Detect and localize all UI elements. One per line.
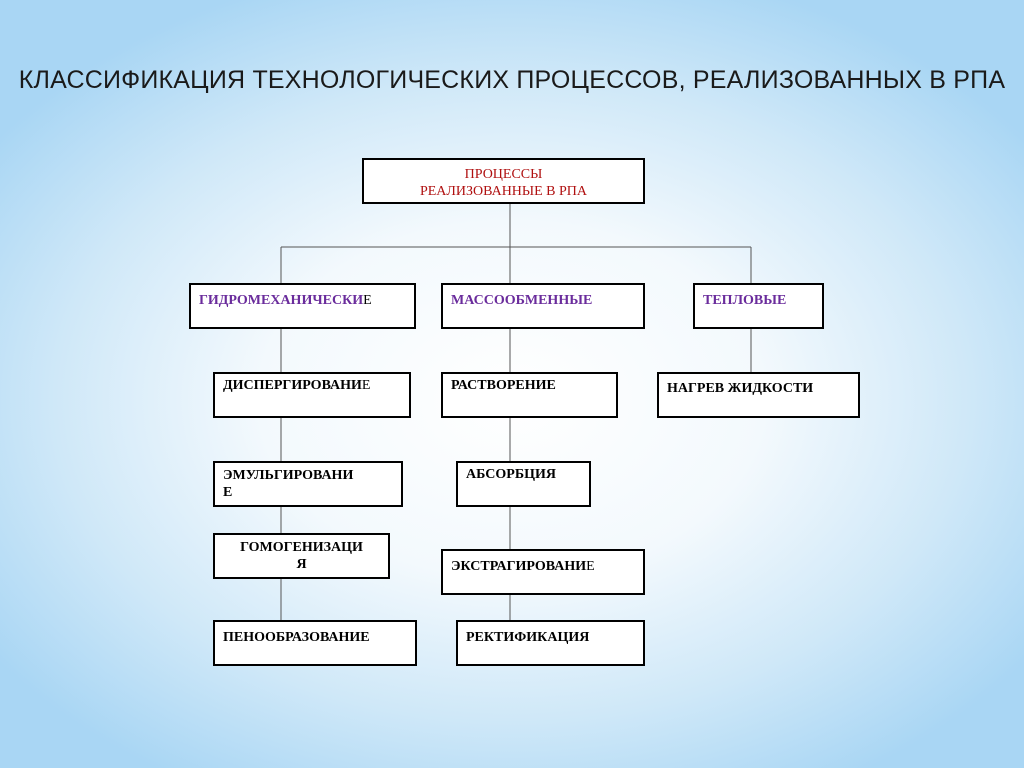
- page-title: КЛАССИФИКАЦИЯ ТЕХНОЛОГИЧЕСКИХ ПРОЦЕССОВ,…: [18, 66, 1006, 94]
- node-absorption-label: АБСОРБЦИЯ: [466, 467, 556, 482]
- category-thermal-label: ТЕПЛОВЫЕ: [703, 293, 787, 308]
- category-hydromechanical: ГИДРОМЕХАНИЧЕСКИЕ: [189, 283, 416, 329]
- node-foaming: ПЕНООБРАЗОВАНИЕ: [213, 620, 417, 666]
- category-thermal: ТЕПЛОВЫЕ: [693, 283, 824, 329]
- node-emulsification-line-1: ЭМУЛЬГИРОВАНИ: [223, 468, 354, 483]
- category-mass-exchange: МАССООБМЕННЫЕ: [441, 283, 645, 329]
- node-homogenization-line-2: Я: [296, 557, 307, 572]
- root-line-1: ПРОЦЕССЫ: [464, 167, 543, 182]
- node-extraction: ЭКСТРАГИРОВАНИЕ: [441, 549, 645, 595]
- node-rectification-label: РЕКТИФИКАЦИЯ: [466, 630, 590, 645]
- root-node: ПРОЦЕССЫ РЕАЛИЗОВАННЫЕ В РПА: [362, 158, 645, 204]
- node-extraction-label: ЭКСТРАГИРОВАНИ: [451, 559, 587, 574]
- node-homogenization-line-1: ГОМОГЕНИЗАЦИ: [240, 540, 363, 555]
- node-dispersion: ДИСПЕРГИРОВАНИЕ: [213, 372, 411, 418]
- node-rectification: РЕКТИФИКАЦИЯ: [456, 620, 645, 666]
- root-line-2: РЕАЛИЗОВАННЫЕ В РПА: [419, 184, 588, 199]
- node-dissolution-label: РАСТВОРЕНИЕ: [451, 378, 556, 393]
- category-mass-exchange-label: МАССООБМЕННЫЕ: [451, 293, 593, 308]
- node-dissolution: РАСТВОРЕНИЕ: [441, 372, 618, 418]
- node-absorption: АБСОРБЦИЯ: [456, 461, 591, 507]
- node-foaming-label: ПЕНООБРАЗОВАНИЕ: [223, 630, 370, 645]
- node-dispersion-tail: Е: [361, 378, 371, 393]
- category-hydromechanical-label: ГИДРОМЕХАНИЧЕСКИ: [199, 293, 364, 308]
- category-hydromechanical-tail: Е: [363, 293, 372, 308]
- node-emulsification: ЭМУЛЬГИРОВАНИ Е: [213, 461, 403, 507]
- node-liquid-heating-label: НАГРЕВ ЖИДКОСТИ: [667, 381, 814, 396]
- node-dispersion-label: ДИСПЕРГИРОВАНИ: [223, 378, 362, 393]
- node-extraction-tail: Е: [586, 559, 595, 574]
- node-emulsification-line-2: Е: [223, 485, 233, 500]
- node-homogenization: ГОМОГЕНИЗАЦИ Я: [213, 533, 390, 579]
- node-liquid-heating: НАГРЕВ ЖИДКОСТИ: [657, 372, 860, 418]
